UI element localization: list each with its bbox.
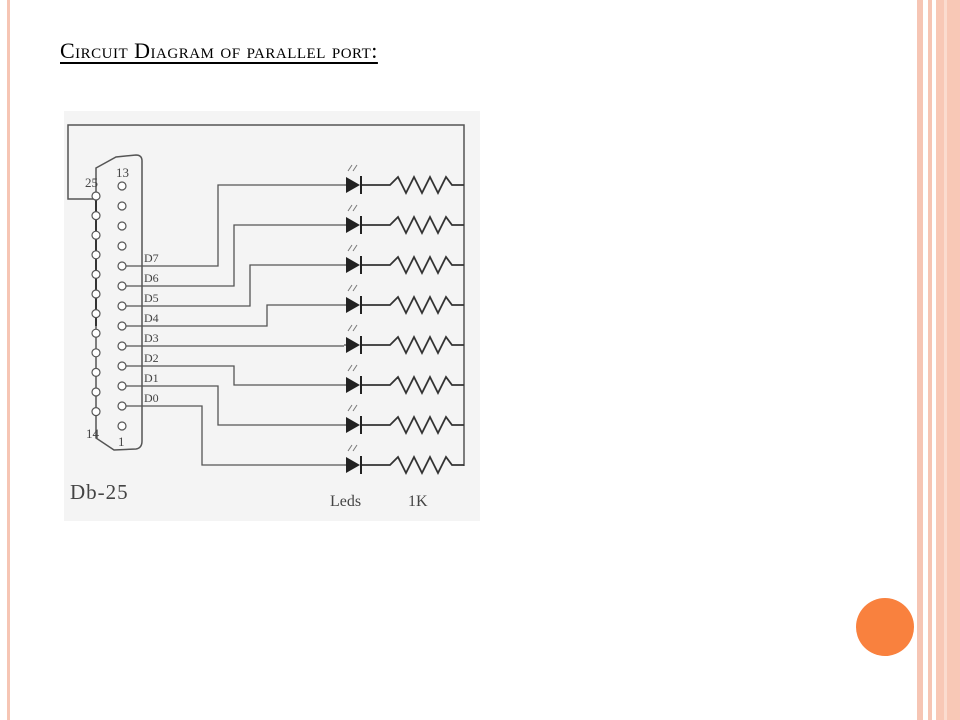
- connector-pin: [117, 421, 127, 431]
- connector-pin: [91, 348, 101, 358]
- led-row-group: [344, 164, 362, 474]
- right-border-stripe: [928, 0, 932, 720]
- connector-pin: [117, 221, 127, 231]
- resistor-zigzag-icon: [362, 174, 464, 196]
- resistor-zigzag-icon: [362, 334, 464, 356]
- connector-pin: [91, 328, 101, 338]
- light-emission-icon: [347, 164, 358, 172]
- left-border-stripe: [7, 0, 10, 720]
- resistor-zigzag-icon: [362, 254, 464, 276]
- ground-return-wire: [67, 124, 465, 466]
- led-diode-icon: [346, 297, 360, 313]
- data-wire: [126, 365, 344, 386]
- connector-pin: [117, 301, 127, 311]
- slide-title: Circuit Diagram of parallel port:: [60, 38, 378, 63]
- led-column-label: Leds: [330, 493, 361, 510]
- connector-pin: [117, 181, 127, 191]
- db25-connector-outline: [95, 154, 143, 451]
- resistor-zigzag-icon: [362, 454, 464, 476]
- right-border-stripe: [917, 0, 923, 720]
- connector-pin: [91, 250, 101, 260]
- connector-pin: [117, 341, 127, 351]
- pin-number-1: 1: [118, 434, 125, 449]
- connector-pin: [117, 361, 127, 371]
- led-diode-icon: [346, 337, 360, 353]
- connector-pin: [91, 367, 101, 377]
- right-border-band: [936, 0, 960, 720]
- light-emission-icon: [347, 284, 358, 292]
- light-emission-icon: [347, 404, 358, 412]
- connector-pin: [117, 201, 127, 211]
- data-wire: [126, 184, 344, 267]
- light-emission-icon: [347, 204, 358, 212]
- data-wire: [126, 224, 344, 287]
- connector-pin: [91, 269, 101, 279]
- pin-number-14: 14: [86, 426, 100, 441]
- connector-pin: [117, 241, 127, 251]
- data-line-label: D0: [144, 391, 159, 405]
- data-line-label: D2: [144, 351, 159, 365]
- led-diode-icon: [346, 417, 360, 433]
- data-wire: [126, 304, 344, 327]
- data-line-label: D7: [144, 251, 159, 265]
- data-wire: [126, 385, 344, 426]
- connector-pin: [117, 261, 127, 271]
- light-emission-icon: [347, 444, 358, 452]
- connector-pin: [91, 230, 101, 240]
- resistor-zigzag-icon: [362, 414, 464, 436]
- connector-pin: [91, 210, 101, 221]
- connector-pin: [117, 281, 127, 291]
- data-wires: [126, 184, 344, 466]
- resistor-row-group: [362, 174, 464, 476]
- connector-pin: [117, 321, 127, 331]
- light-emission-icon: [347, 244, 358, 252]
- data-wire: [126, 405, 344, 466]
- led-diode-icon: [346, 377, 360, 393]
- connector-pin: [91, 407, 101, 417]
- data-wire: [126, 264, 344, 307]
- orange-circle-decoration: [856, 598, 914, 656]
- led-diode-icon: [346, 457, 360, 473]
- light-emission-icon: [347, 364, 358, 372]
- data-line-label: D5: [144, 291, 159, 305]
- light-emission-icon: [347, 324, 358, 332]
- pin-number-13: 13: [116, 165, 129, 180]
- pin-number-25: 25: [85, 175, 98, 190]
- led-diode-icon: [346, 177, 360, 193]
- data-line-label: D6: [144, 271, 159, 285]
- connector-pin: [91, 309, 101, 319]
- connector-label: Db-25: [70, 480, 129, 504]
- connector-pin: [91, 289, 101, 299]
- resistor-zigzag-icon: [362, 214, 464, 236]
- resistor-zigzag-icon: [362, 374, 464, 396]
- connector-pin: [117, 401, 127, 411]
- pin-column-left: [91, 191, 101, 417]
- resistor-zigzag-icon: [362, 294, 464, 316]
- pin-column-right: [117, 181, 127, 431]
- led-diode-icon: [346, 257, 360, 273]
- connector-pin: [91, 387, 101, 397]
- connector-pin: [91, 191, 101, 201]
- led-diode-icon: [346, 217, 360, 233]
- connector-pin: [117, 381, 127, 391]
- data-line-label: D1: [144, 371, 159, 385]
- data-line-label: D3: [144, 331, 159, 345]
- data-line-label: D4: [144, 311, 159, 325]
- resistor-column-label: 1K: [408, 493, 428, 510]
